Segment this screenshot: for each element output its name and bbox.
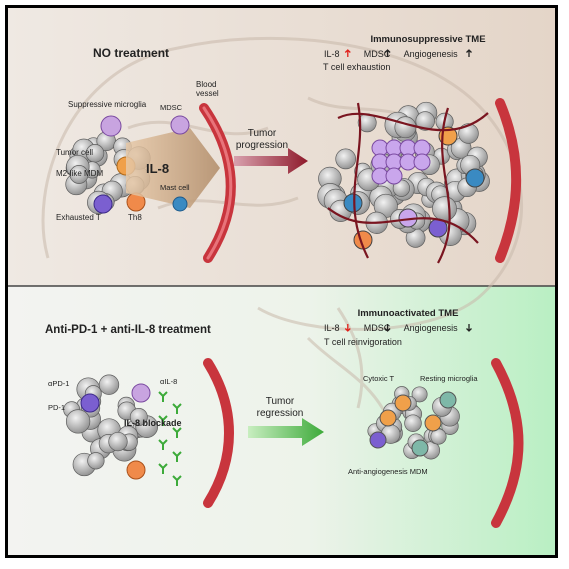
anti-angiogenesis-mdm [411,439,429,457]
marker-angiogenesis: Angiogenesis [404,49,459,59]
bottom-tme-title: Immunoactivated TME [358,308,459,319]
tumor-cell [69,165,89,184]
anti-il8-antibody [158,463,168,474]
immunoactivated-tumor [367,386,460,460]
tme-blood-vessel [495,98,522,263]
label-blood: Blood [196,80,216,89]
marker-angiogenesis: Angiogenesis [404,323,459,333]
label-pd1: PD-1 [48,403,65,412]
tortuous-vessel [353,102,369,259]
cytotoxic-t-cell [369,431,387,449]
progression-label-2: progression [236,140,288,151]
regression-label-1: Tumor [266,396,295,407]
label-tumor-cell: Tumor cell [56,148,93,157]
il8-secretion-arrow [126,128,220,208]
marker-il-8: IL-8 [324,49,340,59]
anti-il8-antibody [158,439,168,450]
treated-tumor-cluster [63,374,182,486]
pd1-t-cell [80,393,100,413]
label-cytoxic-t: Cytoxic T [363,374,395,383]
anti-il8-antibody [172,403,182,414]
marker-il-8: IL-8 [324,323,340,333]
tumor-regression-arrow [248,418,324,446]
top-tme-title: Immunosuppressive TME [370,34,485,45]
il8-label: IL-8 [146,161,169,176]
label-resting-microglia: Resting microglia [420,374,478,383]
mdsc-cell [131,383,151,403]
label-vessel: vessel [196,89,219,98]
cytotoxic-t-cell [394,394,412,412]
cytotoxic-t-cell [379,409,397,427]
cytotoxic-t-cell [424,414,442,432]
anti-il8-antibody [172,451,182,462]
tumor-progression-arrow [234,148,308,174]
exhausted-t-cell [93,194,113,214]
label-anti-angiogenesis-mdm: Anti-angiogenesis MDM [348,467,428,476]
tumor-cell [415,111,435,131]
mast-cell [343,193,363,213]
anti-il8-antibody [172,475,182,486]
bottom-markers: IL-8 MDSC Angiogenesis [324,323,472,333]
suppressive-microglia-cell [100,115,122,137]
label-th8: Th8 [128,213,142,222]
th8-cell [126,460,146,480]
label-apd1: αPD-1 [48,379,69,388]
progression-label-1: Tumor [248,128,277,139]
anti-il8-antibody [158,391,168,402]
label-ail8: αIL-8 [160,377,177,386]
anti-il8-antibody [158,415,168,426]
tortuous-vessel [327,207,479,244]
tumor-cell [98,374,120,395]
tumor-cell [394,116,417,139]
tumor-cell [335,148,357,170]
tumor-cell [458,123,479,144]
tumor-cell [411,386,428,403]
label-il8-blockade: IL-8 blockade [124,418,182,428]
arrow-up-icon [384,49,391,57]
bottom-tme-vessel [491,358,524,528]
label-m2-mdm: M2-like MDM [56,169,103,178]
label-suppressive-microglia: Suppressive microglia [68,100,147,109]
arrow-up-icon [466,49,472,57]
tumor-cell [87,452,105,470]
figure-frame: NO treatment IL-8 Suppressive microglia … [5,5,558,558]
tumor-cell [65,409,91,434]
tumor-cell [404,414,422,432]
arrow-down-icon [384,324,391,332]
tumor-cell [432,196,457,222]
mdsc-cell [385,167,403,185]
mdsc-cell [170,115,190,135]
top-status-line: T cell exhaustion [323,62,390,72]
mdsc-cell [413,153,431,171]
top-heading: NO treatment [93,46,169,60]
top-markers: IL-8 MDSC Angiogenesis [324,49,472,59]
label-mast-cell: Mast cell [160,183,190,192]
marker-mdsc: MDSC [364,323,391,333]
immunosuppressive-tumor-mass [317,101,490,264]
mast-cell [172,196,188,212]
bottom-heading: Anti-PD-1 + anti-IL-8 treatment [45,324,211,336]
tortuous-vessel [437,107,451,264]
arrow-down-icon [466,324,472,332]
bottom-status-line: T cell reinvigoration [324,337,402,347]
mast-cell [465,168,485,188]
arrow-down-icon [344,324,351,332]
resting-microglia [439,391,457,409]
label-exhausted-t: Exhausted T [56,213,101,222]
regression-label-2: regression [257,408,304,419]
tumor-cell [129,408,148,426]
label-mdsc: MDSC [160,103,183,112]
tumor-cell [108,431,128,452]
anti-il8-antibody [172,427,182,438]
bottom-blood-vessel [203,358,234,508]
tortuous-vessel [337,112,489,132]
marker-mdsc: MDSC [364,49,391,59]
graphical-abstract: NO treatment IL-8 Suppressive microglia … [8,8,555,555]
arrow-up-icon [344,49,351,57]
